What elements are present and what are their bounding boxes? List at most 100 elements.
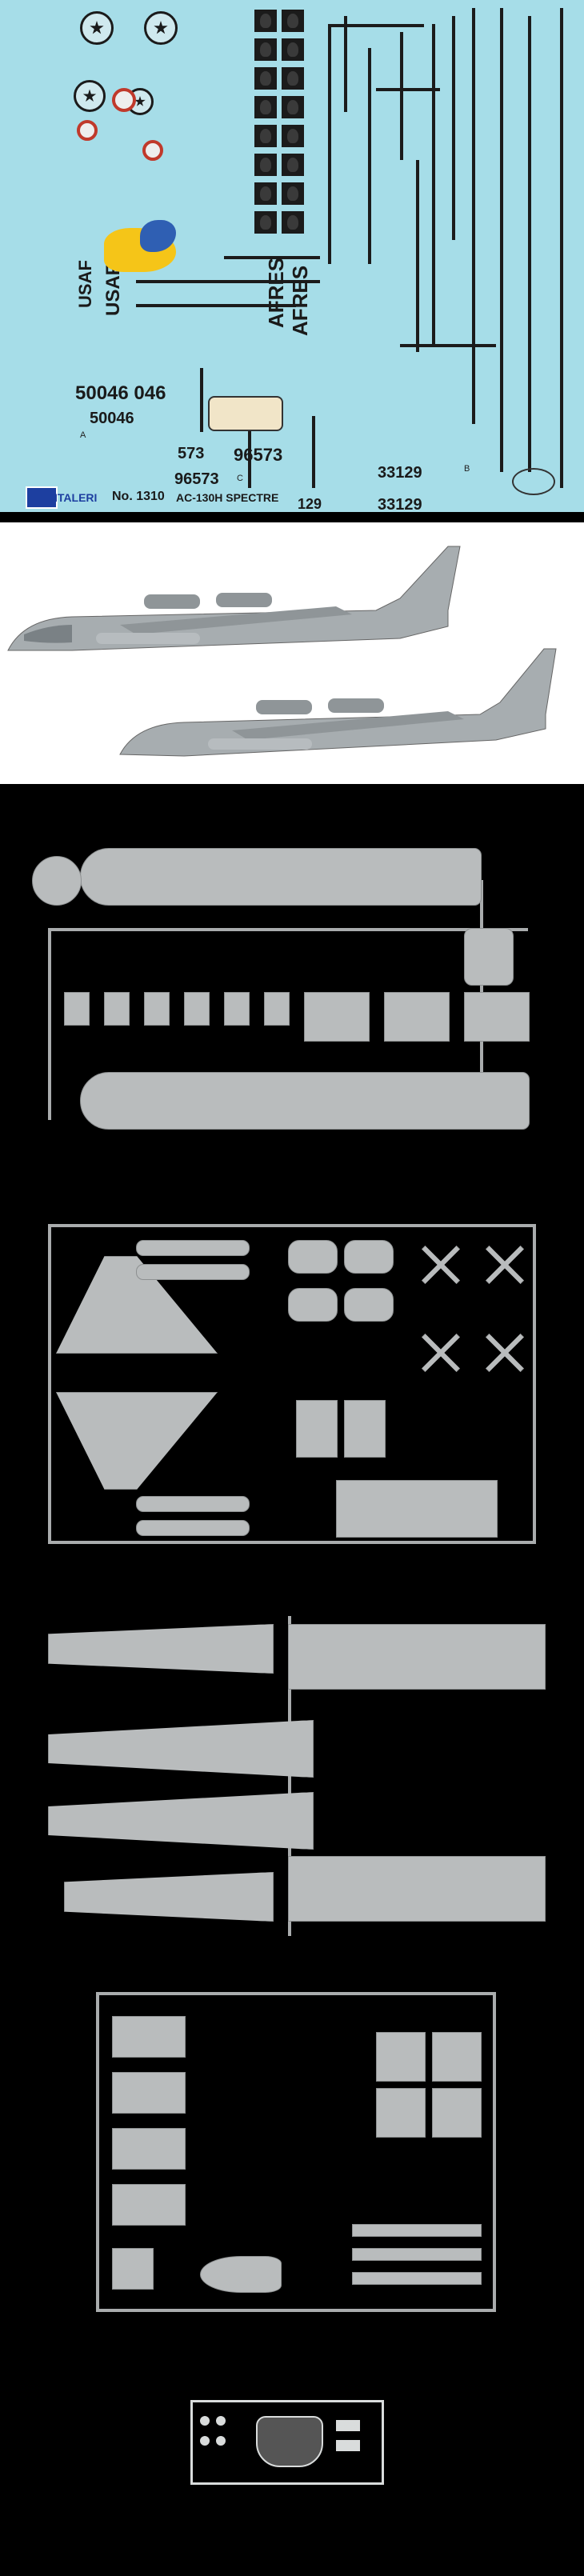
weapon-part [352, 2248, 482, 2261]
nose-art-decal [282, 211, 304, 234]
usaf-roundel-icon [74, 80, 106, 112]
cockpit-part [464, 928, 514, 986]
nose-art-decal [254, 67, 277, 90]
serial-number: 573 [178, 445, 205, 462]
walkway-line [224, 256, 320, 259]
serial-number: 96573 [234, 445, 283, 465]
sprue-frame [48, 1224, 51, 1544]
sprue-frame [48, 928, 528, 931]
canopy-part [256, 2416, 323, 2467]
nose-art-decal [254, 10, 277, 32]
sprue-frame [48, 1541, 536, 1544]
aircraft-top [7, 546, 461, 651]
cargo-floor [336, 1480, 498, 1538]
aircraft-illustration [7, 546, 557, 757]
fuselage-half [80, 1072, 530, 1130]
outer-wing [48, 1720, 314, 1778]
panel-part [376, 2088, 426, 2138]
weapon-part [352, 2272, 482, 2285]
walkway-line [560, 8, 563, 488]
sprue-frame [96, 2309, 496, 2312]
fuel-tank [136, 1240, 250, 1256]
window-part [216, 2436, 226, 2446]
wing-sprue [0, 1608, 584, 1944]
small-part [184, 992, 210, 1026]
window-part [200, 2436, 210, 2446]
walkway-line [312, 416, 315, 488]
fuel-tank [136, 1496, 250, 1512]
radome-part [200, 2256, 282, 2293]
nose-art-decal [254, 211, 277, 234]
nose-art-decal [282, 10, 304, 32]
panel-part [112, 2072, 186, 2114]
window-part [336, 2440, 360, 2451]
walkway-line [472, 8, 475, 424]
walkway-line [528, 16, 531, 472]
nose-art-decal [254, 154, 277, 176]
panel-part [112, 2184, 186, 2226]
box-art [0, 522, 584, 784]
label-a: A [80, 430, 86, 440]
nose-art-decal [282, 154, 304, 176]
walkway-line [500, 8, 503, 472]
walkway-line [248, 416, 251, 488]
usaf-roundel-icon [144, 11, 178, 45]
brand-logo [26, 486, 58, 509]
afres-marking: AFRES [264, 257, 288, 328]
outer-wing [64, 1872, 274, 1922]
propeller-icon [470, 1318, 540, 1388]
panel-part [296, 1400, 338, 1458]
propeller-icon [406, 1230, 476, 1300]
nose-art-decal [282, 96, 304, 118]
walkway-line [136, 280, 320, 283]
panel-part [112, 2016, 186, 2058]
warning-ring-icon [112, 88, 136, 112]
nose-art-decal [282, 125, 304, 147]
sprue-frame [493, 1992, 496, 2312]
fuel-tank [136, 1520, 250, 1536]
small-part [224, 992, 250, 1026]
panel-part [432, 2032, 482, 2082]
usaf-marking: USAF [75, 260, 95, 308]
sprue-frame [48, 1224, 536, 1227]
fuel-tank [136, 1264, 250, 1280]
serial-number: 50046 [90, 410, 134, 427]
weapon-part [352, 2224, 482, 2237]
sprue-frame [48, 928, 51, 1120]
fuselage-sprue [0, 832, 584, 1136]
walkway-line [200, 368, 203, 432]
serial-number: 33129 [378, 464, 422, 482]
walkway-line [136, 304, 296, 307]
small-part [144, 992, 170, 1026]
walkway-line [368, 48, 371, 264]
brand-name: ITALERI [54, 491, 98, 504]
label-b: B [464, 464, 470, 474]
walkway-line [400, 32, 403, 160]
propeller-icon [470, 1230, 540, 1300]
serial-number: 50046 046 [75, 382, 166, 404]
walkway-line [328, 24, 424, 27]
serial-number: 33129 [378, 496, 422, 514]
walkway-line [376, 88, 440, 91]
engine-nacelle [344, 1288, 394, 1322]
panel-part [432, 2088, 482, 2138]
panel-part [112, 2128, 186, 2170]
window-part [216, 2416, 226, 2426]
kit-number: No. 1310 [112, 490, 165, 503]
engine-nacelle [288, 1288, 338, 1322]
kit-name: AC-130H SPECTRE [176, 491, 279, 504]
nose-art-decal [282, 67, 304, 90]
tail-propeller-sprue [0, 1208, 584, 1552]
walkway-line [328, 24, 331, 264]
panel-part [384, 992, 450, 1042]
serial-number: 129 [298, 496, 322, 512]
nose-art-decal [254, 125, 277, 147]
walkway-line [452, 16, 455, 240]
inner-wing [288, 1856, 546, 1922]
horizontal-stabilizer [56, 1392, 218, 1490]
aircraft-bottom [119, 648, 557, 757]
nose-art-decal [282, 182, 304, 205]
sprue-frame [96, 1992, 99, 2312]
warning-ring-icon [142, 140, 163, 161]
window-part [200, 2416, 210, 2426]
